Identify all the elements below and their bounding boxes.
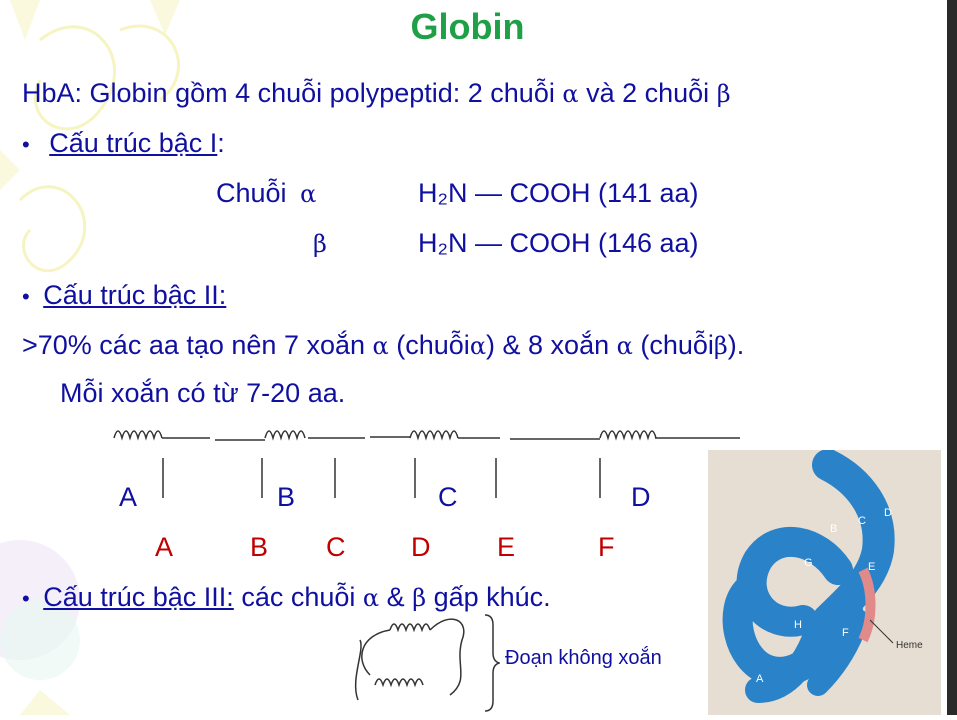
helix-coil — [599, 430, 657, 441]
primary-row1-label: Chuỗi α — [216, 178, 316, 209]
heme-label: Heme — [896, 640, 923, 651]
alpha-symbol: α — [362, 584, 380, 612]
segment-label: D — [411, 532, 431, 562]
bullet: • — [22, 586, 30, 611]
text: & — [386, 582, 405, 612]
beta-symbol: β — [713, 332, 728, 360]
primary-row2-formula: H₂N — COOH (146 aa) — [418, 228, 699, 258]
segment-label: F — [598, 532, 615, 562]
secondary-heading-line: • Cấu trúc bậc II: — [22, 280, 226, 311]
segment-label: A — [155, 532, 174, 562]
alpha-symbol: α — [300, 180, 317, 208]
alpha-symbol: α — [372, 332, 389, 360]
globin-illustration: A B C D E F G H Heme — [722, 449, 923, 703]
beta-symbol: β — [412, 584, 427, 612]
helix-coil — [113, 430, 163, 441]
helix-a-label: A — [756, 673, 764, 685]
primary-heading: Cấu trúc bậc I — [49, 128, 218, 158]
primary-colon: : — [217, 128, 225, 158]
text: >70% các aa tạo nên 7 xoắn — [22, 330, 366, 360]
helix-label: D — [631, 482, 651, 512]
text: ). — [727, 330, 745, 360]
helix-coil — [264, 430, 306, 441]
text: (chuỗi — [640, 330, 714, 360]
chain-label: Chuỗi — [216, 178, 287, 208]
segment-label: B — [250, 532, 269, 562]
secondary-heading: Cấu trúc bậc II: — [43, 280, 227, 310]
text: gấp khúc. — [433, 582, 551, 612]
helix-coil — [409, 430, 459, 441]
bullet: • — [22, 284, 30, 309]
helix-label: C — [438, 482, 458, 512]
primary-heading-line: • Cấu trúc bậc I: — [22, 128, 225, 159]
helix-label: A — [119, 482, 138, 512]
text: ) & 8 xoắn — [486, 330, 610, 360]
secondary-line2: Mỗi xoắn có từ 7-20 aa. — [60, 378, 346, 408]
bullet: • — [22, 132, 30, 157]
helix-g-label: G — [804, 557, 813, 569]
coil-sketch — [354, 614, 500, 712]
beta-symbol: β — [716, 80, 731, 108]
alpha-symbol: α — [616, 332, 633, 360]
intro-and: và 2 chuỗi — [586, 78, 710, 108]
helix-label: B — [277, 482, 296, 512]
primary-row1-formula: H₂N — COOH (141 aa) — [418, 178, 699, 208]
non-helix-note: Đoạn không xoắn — [505, 647, 662, 669]
alpha-symbol: α — [469, 332, 487, 360]
globin-structure-image: A B C D E F G H Heme — [708, 449, 941, 715]
helix-f-label: F — [842, 627, 849, 639]
helix-sketch — [113, 430, 740, 498]
helix-e-label: E — [868, 561, 875, 573]
right-edge-bar — [947, 0, 957, 715]
intro-text: HbA: Globin gồm 4 chuỗi polypeptid: 2 ch… — [22, 78, 555, 108]
tertiary-line: • Cấu trúc bậc III: các chuỗi α & β gấp … — [22, 582, 551, 613]
text: (chuỗi — [396, 330, 470, 360]
secondary-line1: >70% các aa tạo nên 7 xoắn α (chuỗiα) & … — [22, 330, 744, 361]
tertiary-heading: Cấu trúc bậc III: — [43, 582, 234, 612]
helix-h-label: H — [794, 619, 802, 631]
beta-symbol: β — [313, 230, 327, 258]
intro-line: HbA: Globin gồm 4 chuỗi polypeptid: 2 ch… — [22, 78, 731, 109]
text: các chuỗi — [241, 582, 356, 612]
page-title: Globin — [410, 6, 525, 47]
helix-b-label: B — [830, 523, 837, 535]
alpha-symbol: α — [562, 80, 579, 108]
segment-label: C — [326, 532, 346, 562]
helix-d-label: D — [884, 507, 892, 519]
segment-label: E — [497, 532, 516, 562]
helix-c-label: C — [858, 515, 866, 527]
